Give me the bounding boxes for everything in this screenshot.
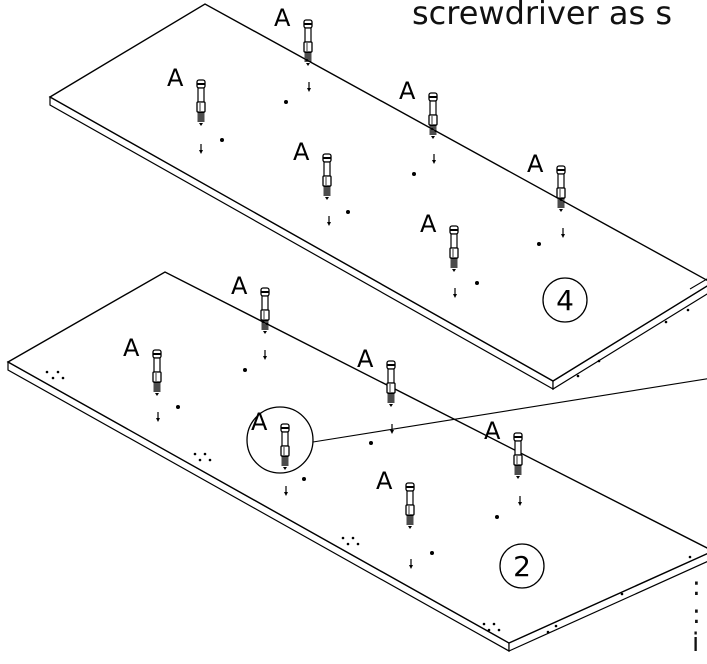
- edge-hole: [664, 320, 668, 324]
- edge-hole: [193, 452, 197, 456]
- cam-screw-icon: [196, 79, 206, 126]
- edge-hole: [56, 370, 60, 374]
- part-label-a: A: [231, 272, 248, 300]
- cam-screw-icon: [449, 225, 459, 272]
- down-arrow-icon: [284, 486, 288, 496]
- edge-hole: [61, 376, 65, 380]
- down-arrow-icon: [263, 350, 267, 360]
- down-arrow-icon: [199, 144, 203, 154]
- side-text-fragment: :: [692, 572, 701, 602]
- dowel-hole: [537, 242, 541, 246]
- dowel-hole: [220, 138, 224, 142]
- edge-hole: [356, 542, 360, 546]
- part-label-a: A: [527, 150, 544, 178]
- callout-leader-line: [689, 278, 707, 290]
- cam-screw-icon: [152, 349, 162, 396]
- detail-callout-circle: [246, 406, 314, 474]
- cam-screw-icon: [428, 92, 438, 139]
- callout-leader-line: [312, 378, 707, 443]
- part-label-a: A: [484, 417, 501, 445]
- side-text-fragment: i: [692, 628, 700, 658]
- down-arrow-icon: [453, 288, 457, 298]
- step-number-4: 4: [542, 277, 588, 323]
- edge-hole: [341, 536, 345, 540]
- cam-screw-icon: [405, 482, 415, 529]
- edge-hole: [482, 622, 486, 626]
- dowel-hole: [430, 551, 434, 555]
- part-label-a: A: [251, 408, 268, 436]
- dowel-hole: [302, 477, 306, 481]
- part-label-a: A: [123, 334, 140, 362]
- svg-text:4: 4: [556, 284, 574, 317]
- panel-top-face: [48, 3, 707, 382]
- edge-hole: [620, 592, 624, 596]
- cam-screw-icon: [303, 19, 313, 66]
- panel-upper: [48, 3, 707, 391]
- cam-screw-icon: [280, 423, 290, 470]
- down-arrow-icon: [409, 559, 413, 569]
- part-label-a: A: [420, 210, 437, 238]
- part-label-a: A: [167, 64, 184, 92]
- cam-screw-icon: [322, 153, 332, 200]
- down-arrow-icon: [518, 496, 522, 506]
- dowel-hole: [243, 368, 247, 372]
- part-label-a: A: [274, 4, 291, 32]
- part-label-a: A: [376, 467, 393, 495]
- edge-hole: [686, 308, 690, 312]
- edge-hole: [203, 452, 207, 456]
- edge-hole: [487, 628, 491, 632]
- edge-hole: [576, 374, 580, 378]
- edge-hole: [546, 630, 550, 634]
- down-arrow-icon: [561, 228, 565, 238]
- part-label-a: A: [357, 345, 374, 373]
- side-text-fragment: :: [692, 600, 701, 630]
- instruction-text: screwdriver as s: [412, 0, 673, 32]
- down-arrow-icon: [327, 216, 331, 226]
- step-number-2: 2: [499, 543, 545, 589]
- cam-screw-icon: [260, 287, 270, 334]
- edge-hole: [45, 370, 49, 374]
- cam-screw-icon: [556, 165, 566, 212]
- part-label-a: A: [293, 138, 310, 166]
- edge-hole: [688, 555, 692, 559]
- dowel-hole: [176, 405, 180, 409]
- edge-hole: [51, 376, 55, 380]
- edge-hole: [492, 622, 496, 626]
- edge-hole: [351, 536, 355, 540]
- dowel-hole: [495, 515, 499, 519]
- edge-hole: [497, 628, 501, 632]
- dowel-hole: [369, 441, 373, 445]
- down-arrow-icon: [307, 82, 311, 92]
- svg-text:2: 2: [513, 550, 531, 583]
- edge-hole: [554, 624, 558, 628]
- cam-screw-icon: [513, 432, 523, 479]
- edge-hole: [346, 542, 350, 546]
- edge-hole: [198, 458, 202, 462]
- down-arrow-icon: [156, 412, 160, 422]
- edge-hole: [597, 359, 601, 363]
- down-arrow-icon: [432, 154, 436, 164]
- part-label-a: A: [399, 77, 416, 105]
- dowel-hole: [412, 172, 416, 176]
- dowel-hole: [475, 281, 479, 285]
- down-arrow-icon: [390, 424, 394, 434]
- cam-screw-icon: [386, 360, 396, 407]
- edge-hole: [208, 458, 212, 462]
- dowel-hole: [346, 210, 350, 214]
- dowel-hole: [284, 100, 288, 104]
